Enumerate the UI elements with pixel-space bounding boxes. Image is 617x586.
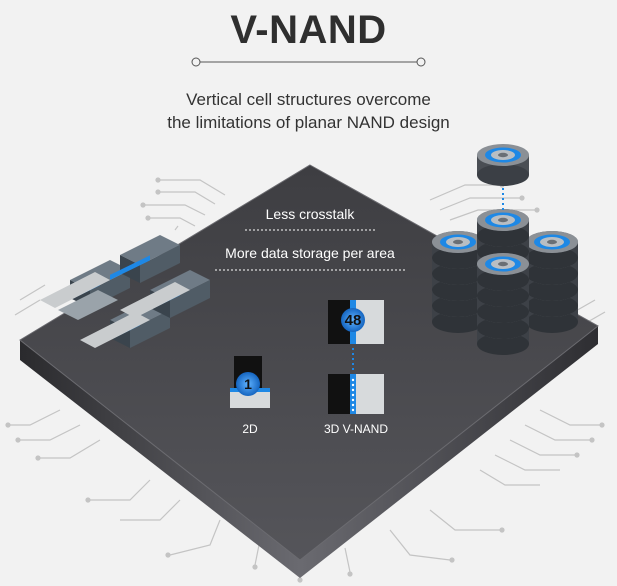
vnand-cylinder-stack-icon bbox=[432, 209, 578, 355]
benefit-more-storage: More data storage per area bbox=[225, 245, 395, 261]
page-subtitle: Vertical cell structures overcome the li… bbox=[0, 88, 617, 134]
floating-cell-icon bbox=[477, 144, 529, 212]
planar-cell-count: 1 bbox=[244, 376, 252, 392]
title-divider bbox=[191, 57, 426, 67]
subtitle-line-1: Vertical cell structures overcome bbox=[186, 90, 431, 109]
benefit-separators bbox=[215, 229, 405, 271]
vnand-label: 3D V-NAND bbox=[323, 422, 388, 436]
subtitle-line-2: the limitations of planar NAND design bbox=[167, 113, 450, 132]
planar-label: 2D bbox=[242, 422, 258, 436]
planar-nand-chip-icon bbox=[40, 235, 210, 348]
vnand-cell-count: 48 bbox=[344, 312, 362, 329]
planar-cell-diagram bbox=[230, 356, 270, 408]
benefit-less-crosstalk: Less crosstalk bbox=[265, 206, 355, 222]
page-title: V-NAND bbox=[230, 8, 387, 52]
vnand-cell-diagram bbox=[328, 300, 384, 414]
